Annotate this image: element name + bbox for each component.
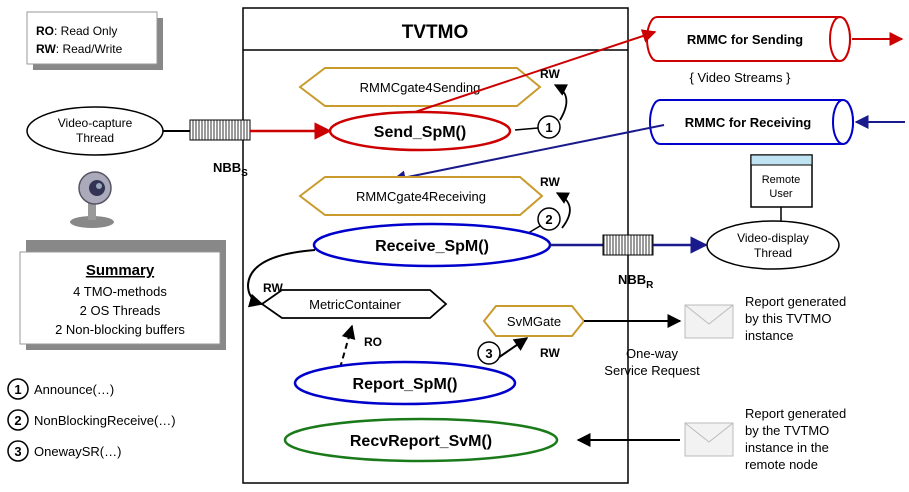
api-num-3: 3: [14, 444, 21, 459]
svm-gate-label: SvMGate: [507, 314, 561, 329]
rmmc-sending-label: RMMC for Sending: [687, 32, 803, 47]
rw-label-1: RW: [540, 67, 560, 81]
step3-badge: [477, 341, 501, 365]
webcam-icon: [70, 171, 114, 228]
metric-container-label: MetricContainer: [309, 297, 401, 312]
send-to-rmmc-arrow: [399, 29, 657, 118]
nbb-r-main: NBB: [618, 272, 646, 287]
legend-ro-key: RO: [36, 24, 54, 38]
capture-line2: Thread: [76, 131, 114, 145]
recvreport-svm-label: RecvReport_SvM(): [350, 433, 492, 450]
api-num-2: 2: [14, 413, 21, 428]
report-spm-method: Report_SpM(): [293, 360, 517, 406]
report-spm-label: Report_SpM(): [353, 376, 458, 393]
nbb-r-label: NBBR: [618, 272, 654, 291]
nbb-s-buffer: [189, 119, 251, 141]
legend-rw-text: : Read/Write: [56, 42, 123, 56]
capture-line1: Video-capture: [58, 116, 133, 130]
step2-badge: [537, 207, 561, 231]
local-report-line1: Report generated: [745, 294, 846, 309]
remote-report-line3: instance in the: [745, 440, 829, 455]
nbb-r-buffer: [602, 234, 654, 256]
api-badge-3: [7, 440, 29, 462]
display-line2: Thread: [754, 246, 792, 260]
ro-rw-legend: RO: Read Only RW: Read/Write: [26, 11, 163, 70]
remote-user-line1: Remote: [762, 174, 801, 186]
rw-label-2: RW: [540, 175, 560, 189]
nbb-s-main: NBB: [213, 160, 241, 175]
summary-box: Summary 4 TMO-methods 2 OS Threads 2 Non…: [19, 240, 226, 350]
local-report-line2: by this TVTMO: [745, 311, 831, 326]
report-to-metric-ro-arrow: [339, 324, 356, 369]
legend-ro-line: RO: Read Only: [36, 24, 117, 38]
gate-receiving-label: RMMCgate4Receiving: [356, 189, 486, 204]
send-spm-method: Send_SpM(): [328, 110, 512, 152]
video-capture-thread: Video-capture Thread: [26, 106, 164, 156]
tvtmo-title: TVTMO: [402, 22, 469, 43]
rmmc-to-receive-arrow: [391, 124, 665, 185]
envelope-icon: [684, 422, 734, 457]
legend-rw-key: RW: [36, 42, 56, 56]
legend-ro-text: : Read Only: [54, 24, 117, 38]
api-badge-1: [7, 378, 29, 400]
summary-line3: 2 Non-blocking buffers: [55, 322, 185, 337]
api-legend: 1 Announce(…) 2 NonBlockingReceive(…) 3 …: [7, 378, 176, 462]
gate-sending-label: RMMCgate4Sending: [360, 80, 481, 95]
ro-label: RO: [364, 335, 382, 349]
step3-number: 3: [485, 346, 492, 361]
api-num-1: 1: [14, 382, 21, 397]
display-line1: Video-display: [737, 231, 809, 245]
rmmc-sending-channel: RMMC for Sending: [646, 16, 851, 62]
nbb-s-sub: S: [241, 168, 248, 179]
recvreport-svm-method: RecvReport_SvM(): [283, 417, 559, 463]
nbb-s-label: NBBS: [213, 160, 248, 179]
api-label-3: OnewaySR(…): [34, 444, 121, 459]
receive-spm-label: Receive_SpM(): [375, 238, 489, 255]
step1-connector: [514, 127, 539, 131]
legend-box: [26, 11, 158, 65]
summary-line2: 2 OS Threads: [80, 303, 161, 318]
video-streams-label: { Video Streams }: [690, 70, 792, 85]
remote-user-monitor: Remote User: [750, 154, 813, 221]
envelope-icon: [684, 304, 734, 339]
api-label-2: NonBlockingReceive(…): [34, 413, 176, 428]
remote-report-line4: remote node: [745, 457, 818, 472]
rmmc-receiving-label: RMMC for Receiving: [685, 115, 811, 130]
oneway-line2: Service Request: [604, 363, 700, 378]
remote-user-line2: User: [769, 188, 793, 200]
rw-label-svm: RW: [540, 346, 560, 360]
receive-spm-method: Receive_SpM(): [312, 222, 552, 268]
step3-arrow: [494, 337, 529, 361]
summary-line1: 4 TMO-methods: [73, 284, 167, 299]
step1-number: 1: [545, 120, 552, 135]
oneway-line1: One-way: [626, 346, 679, 361]
summary-frame: [19, 251, 221, 345]
step1-badge: [537, 115, 561, 139]
nbb-r-sub: R: [646, 280, 654, 291]
api-label-1: Announce(…): [34, 382, 114, 397]
local-report-line3: instance: [745, 328, 793, 343]
gate-sending: RMMCgate4Sending: [298, 67, 542, 107]
api-badge-2: [7, 409, 29, 431]
metric-container: MetricContainer: [260, 289, 448, 319]
step2-curve-arrow: [555, 192, 571, 229]
receive-to-metric-arrow: [246, 249, 316, 308]
summary-title: Summary: [86, 262, 155, 279]
svm-gate: SvMGate: [482, 305, 586, 337]
step1-curve-arrow: [553, 84, 568, 121]
remote-report-line2: by the TVTMO: [745, 423, 829, 438]
legend-rw-line: RW: Read/Write: [36, 42, 123, 56]
send-spm-label: Send_SpM(): [374, 124, 466, 141]
rmmc-receiving-channel: RMMC for Receiving: [649, 99, 854, 145]
gate-receiving: RMMCgate4Receiving: [298, 176, 544, 216]
video-display-thread: Video-display Thread: [706, 220, 840, 270]
remote-report-line1: Report generated: [745, 406, 846, 421]
step2-number: 2: [545, 212, 552, 227]
